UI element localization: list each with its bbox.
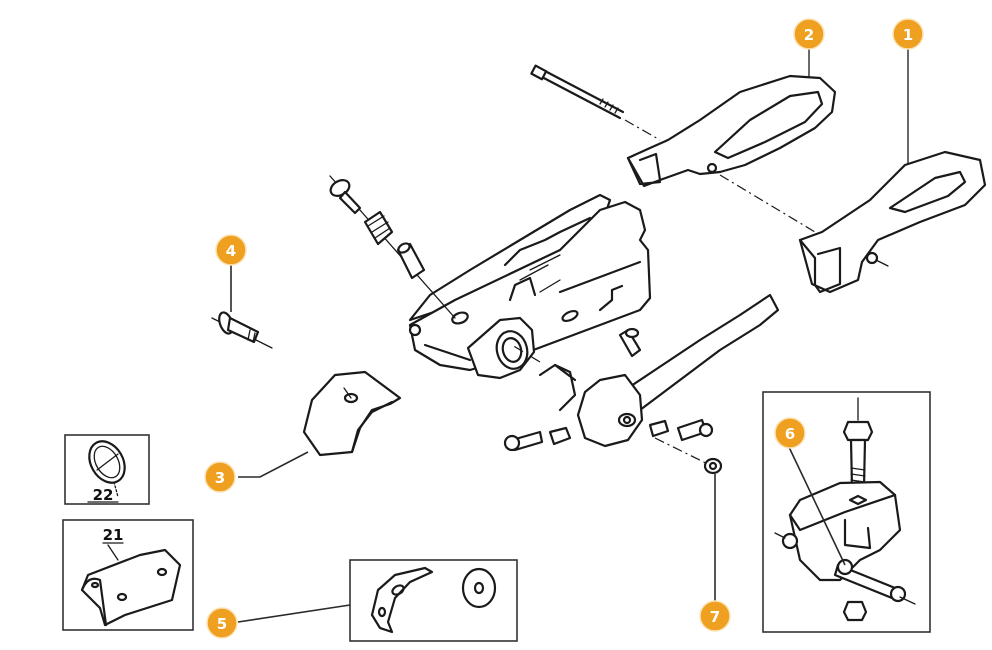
inset-21: 21	[62, 519, 194, 631]
callout-1[interactable]: 1	[892, 18, 924, 50]
callout-7-badge	[699, 600, 731, 632]
callout-3[interactable]: 3	[204, 461, 236, 493]
callout-5[interactable]: 5	[206, 607, 238, 639]
callout-6-number: 6	[785, 425, 795, 443]
callout-7-number: 7	[710, 608, 720, 626]
handle-long-drawing	[798, 47, 987, 294]
callout-2-badge	[793, 18, 825, 50]
callout-6[interactable]: 6	[774, 417, 806, 449]
nut-drawing	[703, 457, 723, 602]
pivot-screw-drawing	[211, 264, 273, 349]
callout-2[interactable]: 2	[793, 18, 825, 50]
callout-4[interactable]: 4	[215, 234, 247, 266]
callout-5-badge	[206, 607, 238, 639]
inset-label-22: 22	[93, 486, 114, 504]
callout-3-badge	[204, 461, 236, 493]
callout-1-badge	[892, 18, 924, 50]
inset-5	[237, 559, 518, 642]
callout-4-badge	[215, 234, 247, 266]
callout-4-number: 4	[226, 242, 236, 260]
callout-1-number: 1	[903, 26, 913, 44]
jaw-cover-drawing	[238, 370, 402, 478]
inset-22: 22	[64, 434, 150, 505]
cutter-arm-drawing	[503, 293, 780, 471]
callout-2-number: 2	[804, 26, 814, 44]
spring-pin-drawing	[329, 175, 456, 319]
inset-label-21: 21	[103, 526, 124, 544]
callout-6-badge	[774, 417, 806, 449]
tool-body-drawing	[408, 193, 652, 380]
handle-short-drawing	[530, 47, 837, 233]
callout-5-number: 5	[217, 615, 227, 633]
callout-3-number: 3	[215, 469, 225, 487]
callout-7[interactable]: 7	[699, 600, 731, 632]
